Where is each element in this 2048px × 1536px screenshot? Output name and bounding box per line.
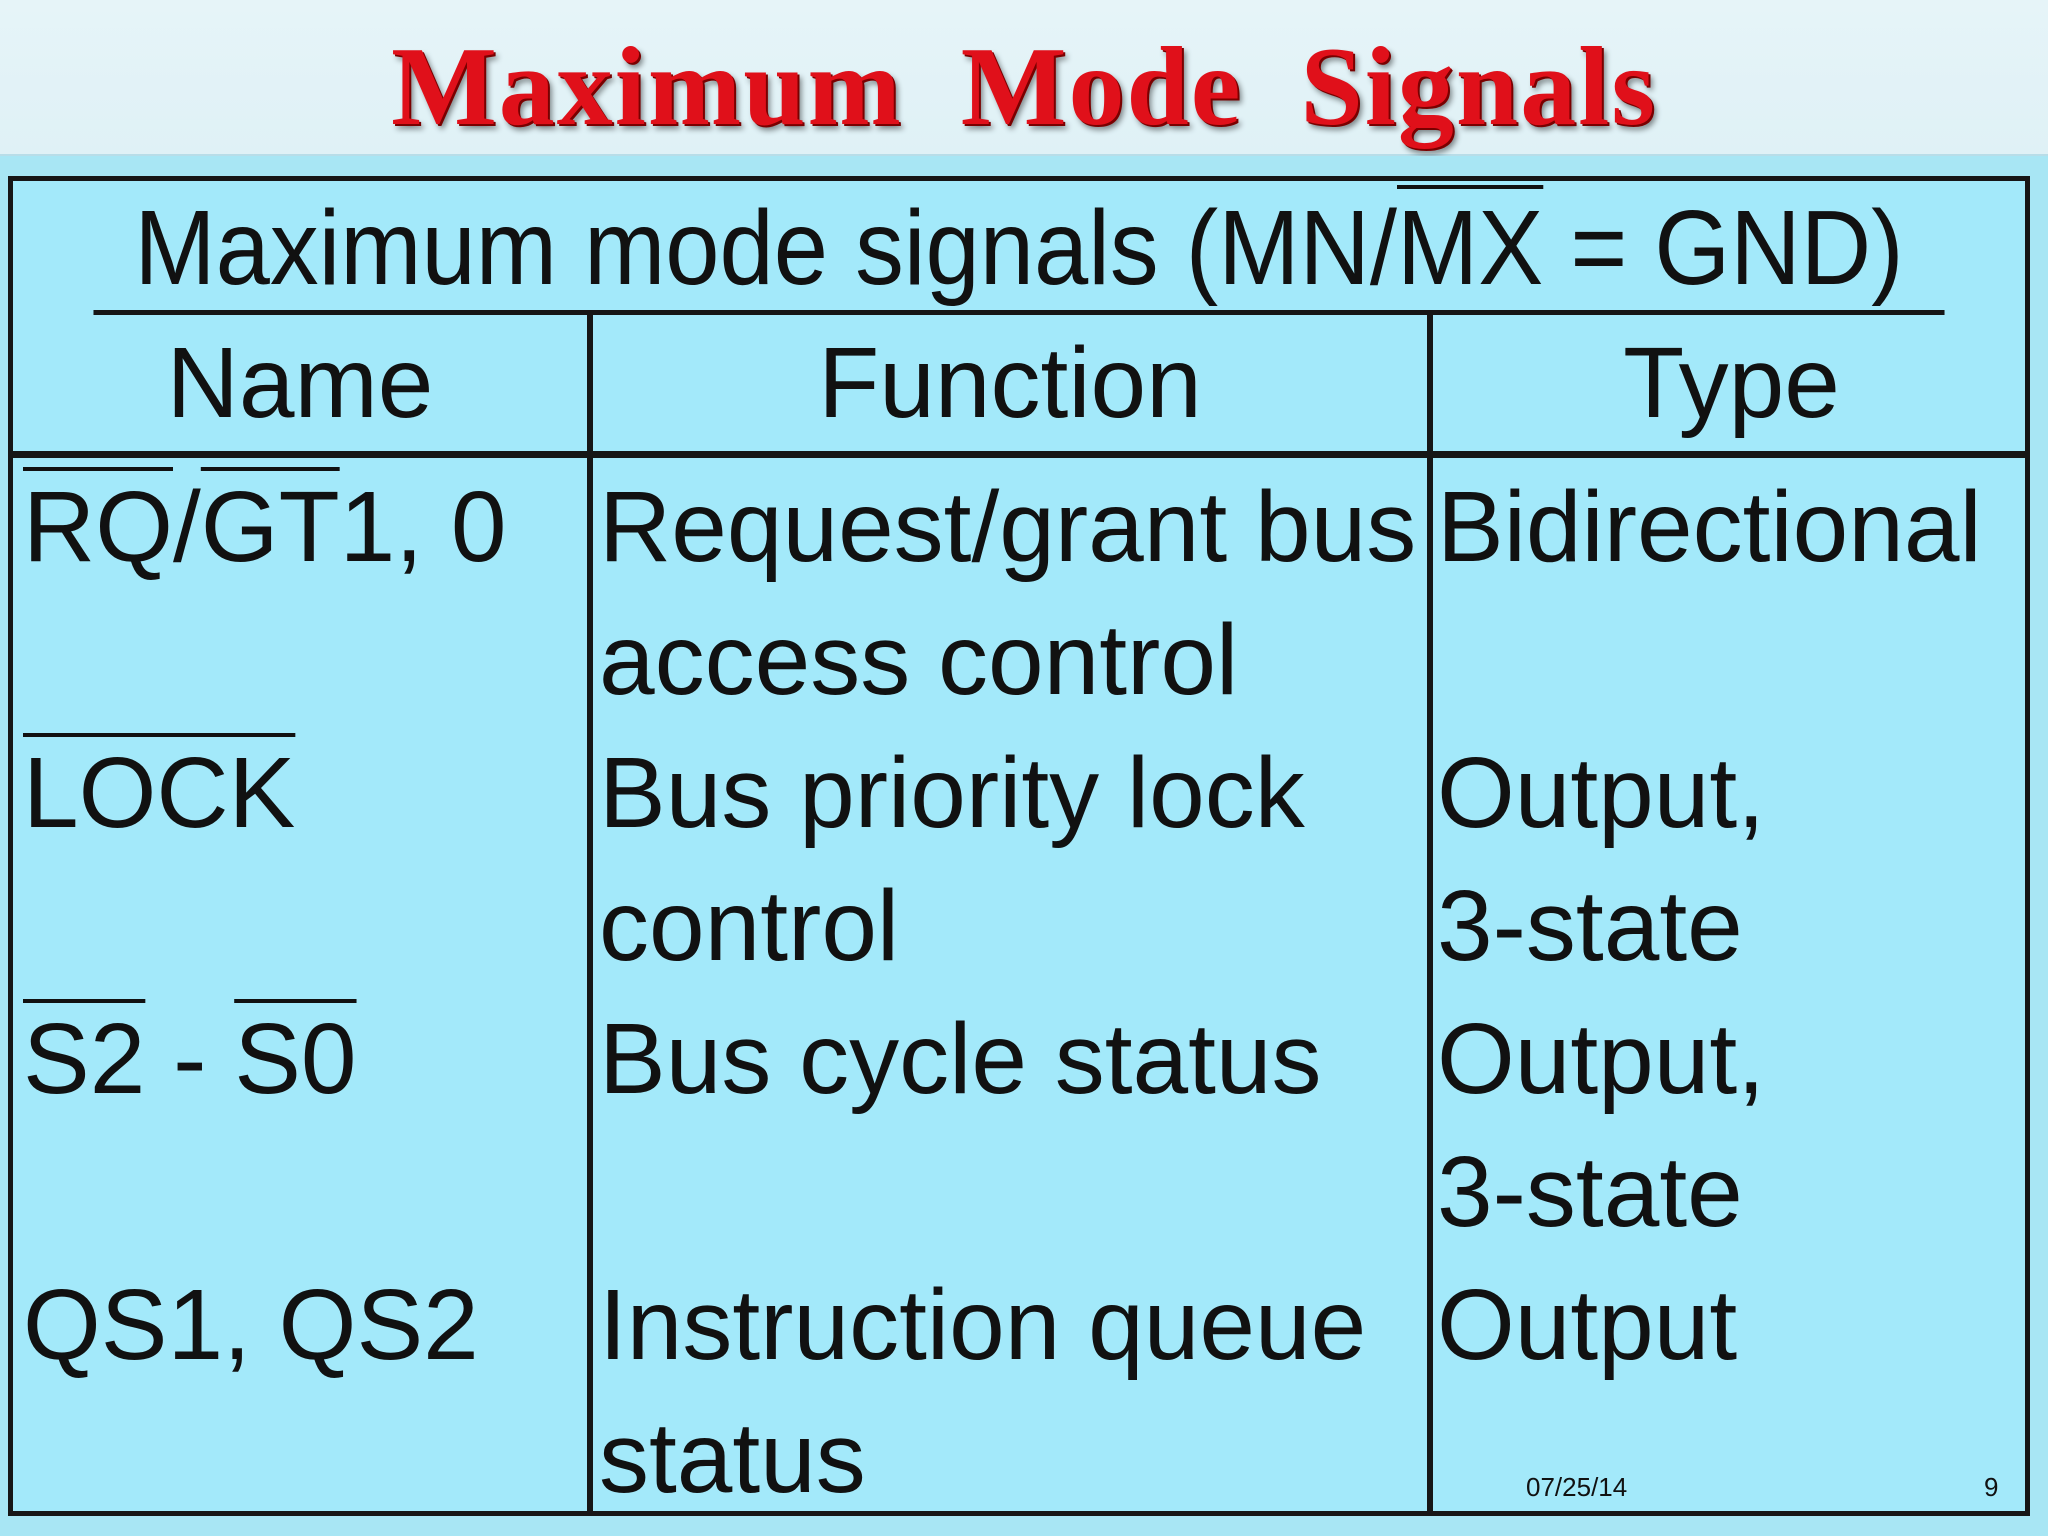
cell-type: Bidirectional [1437, 461, 1982, 594]
cell-name: LOCK [23, 727, 295, 860]
header-type: Type [1623, 327, 1840, 439]
cell-name: S2 - S0 [23, 993, 357, 1126]
type-line: Output, [1437, 1003, 1765, 1115]
caption-prefix: Maximum mode signals (MN/ [134, 189, 1398, 307]
caption-suffix: = GND) [1543, 189, 1904, 307]
table-caption: Maximum mode signals (MN/MX = GND) [93, 181, 1945, 315]
cell-type: Output [1437, 1259, 1737, 1392]
signal-name: RQ/GT1, 0 [23, 461, 506, 594]
cell-name: RQ/GT1, 0 [23, 461, 506, 594]
signal-name-part: LOCK [23, 737, 296, 849]
signal-name-part: RQ [23, 471, 173, 583]
header-function: Function [818, 327, 1202, 439]
slide-header: Maximum Mode Signals [0, 0, 2048, 156]
signal-name-part: QS1, QS2 [23, 1269, 479, 1381]
type-line: Bidirectional [1437, 471, 1982, 583]
type-line: 3-state [1437, 1136, 1743, 1248]
header-divider [13, 451, 2025, 458]
signal-name-part: - [145, 1003, 235, 1115]
page-number: 9 [1984, 1472, 1999, 1502]
cell-name: QS1, QS2 [23, 1259, 479, 1392]
signal-name: QS1, QS2 [23, 1259, 479, 1392]
function-line: Bus priority lock [599, 737, 1305, 849]
header-name: Name [166, 327, 434, 439]
column-divider [587, 315, 593, 1511]
cell-function: Request/grant bus access control [599, 461, 1416, 727]
cell-function: Instruction queue status [599, 1259, 1366, 1525]
cell-function: Bus priority lock control [599, 727, 1305, 993]
caption-overlined: MX [1397, 189, 1544, 307]
function-line: Bus cycle status [599, 1003, 1322, 1115]
signals-table: Maximum mode signals (MN/MX = GND) Name … [8, 176, 2030, 1516]
signal-name-part: S2 [23, 1003, 146, 1115]
function-line: status [599, 1402, 866, 1514]
function-line: Request/grant bus [599, 471, 1417, 583]
signal-name-part: / [173, 471, 201, 583]
cell-function: Bus cycle status [599, 993, 1322, 1126]
type-line: Output, [1437, 737, 1765, 849]
signal-name-part: S0 [234, 1003, 357, 1115]
slide-title: Maximum Mode Signals [391, 25, 1657, 149]
cell-type: Output, 3-state [1437, 993, 1765, 1259]
cell-type: Output, 3-state [1437, 727, 1765, 993]
function-line: Instruction queue [599, 1269, 1367, 1381]
function-line: control [599, 870, 900, 982]
signal-name-part: 1, 0 [339, 471, 507, 583]
type-line: 3-state [1437, 870, 1743, 982]
function-line: access control [599, 604, 1239, 716]
footer-date: 07/25/14 [1526, 1472, 1628, 1502]
type-line: Output [1437, 1269, 1738, 1381]
column-divider [1427, 315, 1433, 1511]
signal-name: S2 - S0 [23, 993, 357, 1126]
signal-name-part: GT [200, 471, 340, 583]
signal-name: LOCK [23, 727, 295, 860]
